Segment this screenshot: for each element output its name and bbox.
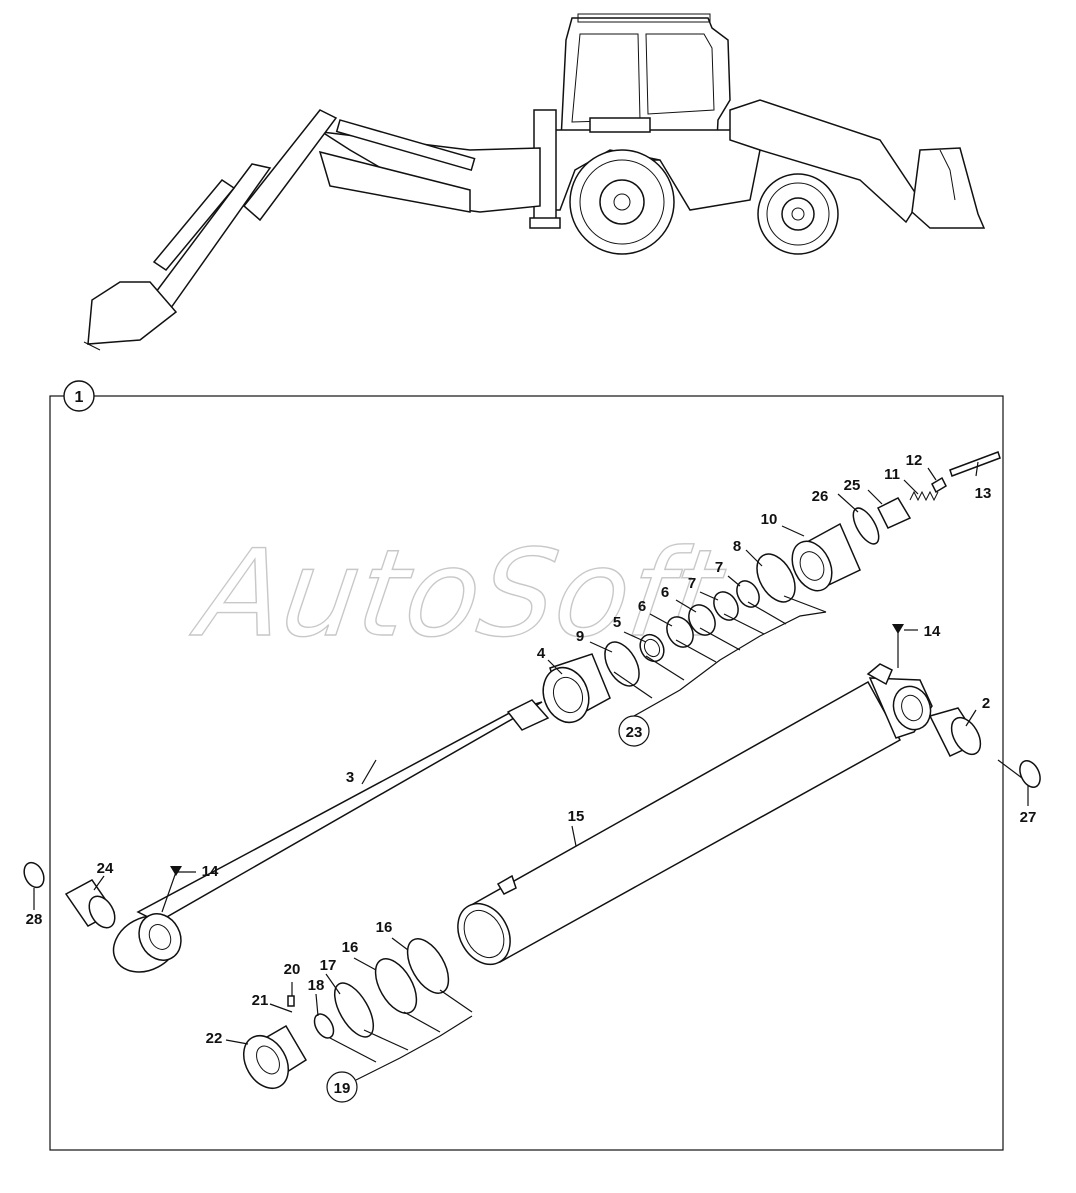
piston-rod — [112, 699, 550, 973]
callout-10: 10 — [761, 511, 778, 528]
callout-6: 6 — [661, 584, 669, 601]
callout-labels: 2 3 4 5 6 6 7 7 8 9 10 11 12 13 14 14 15… — [26, 452, 1037, 1047]
callout-4: 4 — [537, 645, 546, 662]
callout-9: 9 — [576, 628, 584, 645]
callout-group-19: 19 — [326, 1071, 358, 1103]
callout-20: 20 — [284, 961, 301, 978]
callout-21: 21 — [252, 992, 269, 1009]
assembly-frame — [49, 395, 1004, 1151]
callout-19: 19 — [334, 1080, 351, 1097]
callout-5: 5 — [613, 614, 621, 631]
callout-2: 2 — [982, 695, 990, 712]
callout-11: 11 — [884, 466, 900, 483]
callout-3: 3 — [346, 769, 354, 786]
assembly-label-badge: 1 — [63, 380, 95, 412]
callout-23: 23 — [626, 724, 643, 741]
callout-6: 6 — [638, 598, 646, 615]
callout-16: 16 — [342, 939, 359, 956]
grease-point-triangle-icon — [892, 624, 904, 634]
cylinder-barrel — [457, 663, 933, 966]
callout-24: 24 — [97, 860, 114, 877]
callout-28: 28 — [26, 911, 43, 928]
callout-7: 7 — [688, 575, 696, 592]
callout-18: 18 — [308, 977, 325, 994]
backhoe-loader-illustration — [83, 13, 986, 351]
callout-7: 7 — [715, 559, 723, 576]
callout-14: 14 — [924, 623, 941, 640]
grease-point-triangle-icon — [170, 866, 182, 876]
callout-26: 26 — [812, 488, 829, 505]
callout-13: 13 — [975, 485, 992, 502]
callout-16: 16 — [376, 919, 393, 936]
callout-27: 27 — [1020, 809, 1037, 826]
piston-assembly — [242, 938, 450, 1089]
callout-22: 22 — [206, 1030, 223, 1047]
callout-15: 15 — [568, 808, 585, 825]
callout-25: 25 — [844, 477, 861, 494]
leader-lines — [33, 461, 1029, 1081]
callout-14: 14 — [202, 863, 219, 880]
callout-17: 17 — [320, 957, 337, 974]
callout-12: 12 — [906, 452, 923, 469]
callout-8: 8 — [733, 538, 741, 555]
callout-group-23: 23 — [618, 715, 650, 747]
assembly-label: 1 — [75, 389, 84, 406]
bushings — [23, 707, 1041, 929]
